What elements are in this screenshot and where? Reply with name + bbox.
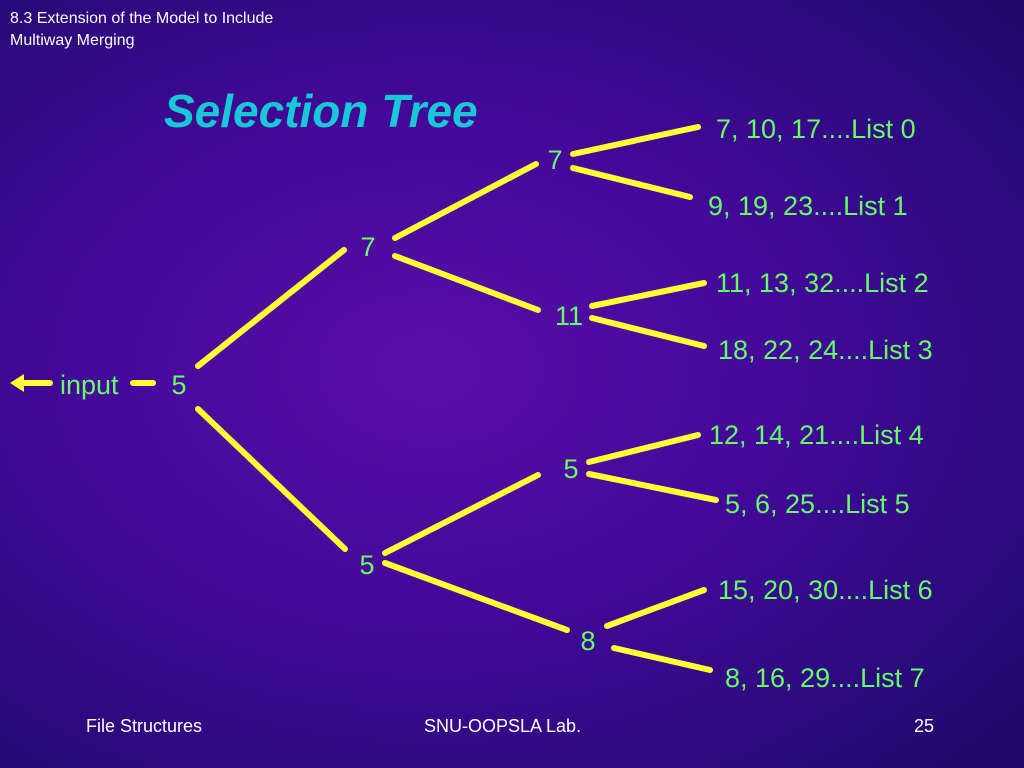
footer-page-number: 25 bbox=[914, 716, 935, 736]
input-arrow-head bbox=[10, 374, 24, 392]
section-header: 8.3 Extension of the Model to Include Mu… bbox=[10, 8, 370, 52]
list-label-2: 11, 13, 32....List 2 bbox=[716, 268, 929, 298]
edge-list7 bbox=[611, 645, 713, 673]
list-label-5: 5, 6, 25....List 5 bbox=[725, 489, 910, 519]
edge-root-bottom bbox=[195, 406, 348, 552]
list-label-1: 9, 19, 23....List 1 bbox=[708, 191, 908, 221]
edge-list1 bbox=[570, 165, 693, 200]
footer-course: File Structures bbox=[86, 716, 203, 736]
input-label: input bbox=[60, 370, 119, 400]
list-label-0: 7, 10, 17....List 0 bbox=[716, 114, 916, 144]
node-level2-2: 5 bbox=[563, 454, 579, 484]
footer-lab: SNU-OOPSLA Lab. bbox=[424, 716, 582, 736]
list-label-3: 18, 22, 24....List 3 bbox=[718, 335, 933, 365]
edge-l1top-up bbox=[392, 161, 539, 241]
slide-title: Selection Tree bbox=[164, 85, 478, 137]
edge-l1top-down bbox=[392, 253, 541, 313]
node-level1-top: 7 bbox=[360, 232, 376, 262]
edge-list0 bbox=[570, 124, 701, 157]
edge-list4 bbox=[586, 432, 701, 465]
node-root: 5 bbox=[171, 370, 187, 400]
section-header-line1: 8.3 Extension of the Model to Include bbox=[10, 10, 274, 27]
node-level1-bottom: 5 bbox=[359, 550, 375, 580]
edge-list3 bbox=[589, 315, 707, 349]
node-level2-1: 11 bbox=[554, 301, 584, 331]
node-level2-3: 8 bbox=[580, 626, 596, 656]
edge-root-top bbox=[195, 247, 347, 369]
list-label-7: 8, 16, 29....List 7 bbox=[725, 663, 925, 693]
edge-list5 bbox=[586, 471, 719, 503]
edge-list6 bbox=[604, 587, 707, 629]
edge-l1bottom-up bbox=[382, 472, 541, 556]
edge-list2 bbox=[589, 280, 707, 309]
list-label-6: 15, 20, 30....List 6 bbox=[718, 575, 933, 605]
edge-l1bottom-down bbox=[382, 560, 570, 633]
node-level2-0: 7 bbox=[547, 145, 563, 175]
list-label-4: 12, 14, 21....List 4 bbox=[709, 420, 924, 450]
section-header-line2: Multiway Merging bbox=[10, 32, 135, 49]
